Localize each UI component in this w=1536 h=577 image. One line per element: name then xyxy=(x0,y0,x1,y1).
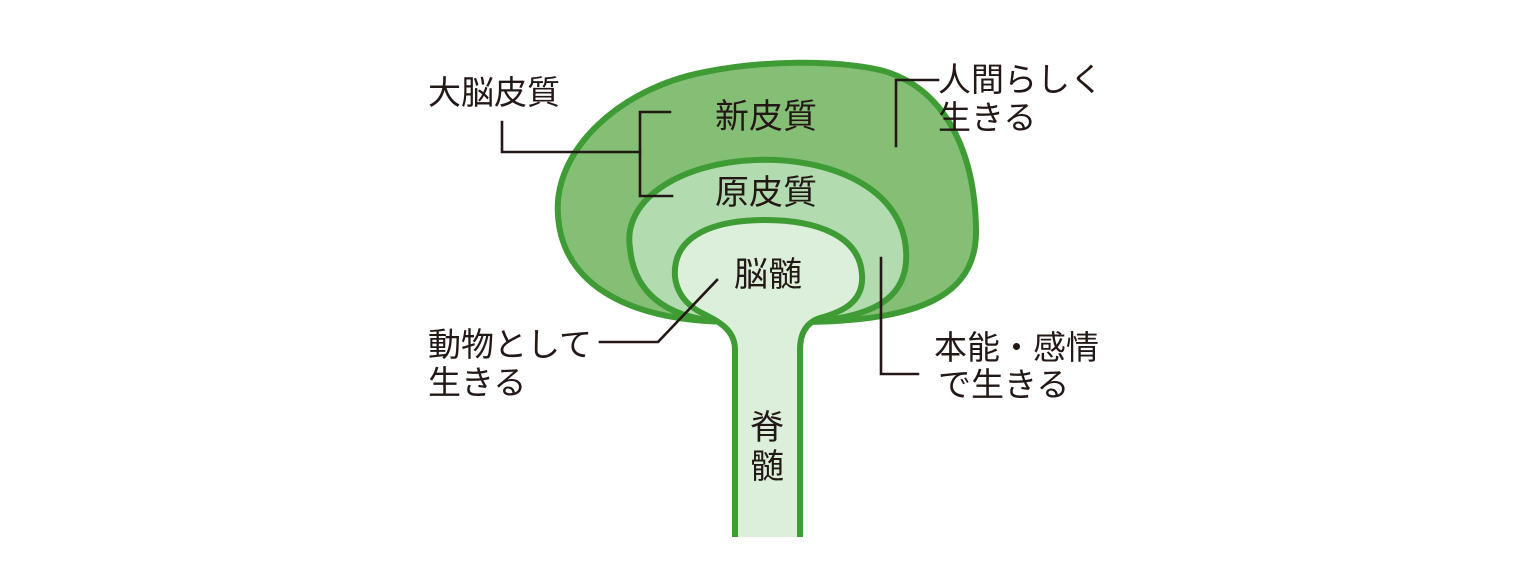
human-living-label-1: 人間らしく xyxy=(938,60,1103,99)
cortex-bracket xyxy=(638,110,674,198)
brain-stem-label: 脳髄 xyxy=(734,255,802,295)
animal-living-leader xyxy=(598,278,719,344)
neocortex-label: 新皮質 xyxy=(715,97,817,137)
spinal-cord-label-1: 脊 xyxy=(750,408,784,448)
human-living-leader xyxy=(894,78,940,148)
instinct-emotion-label-2: で生きる xyxy=(938,365,1069,404)
cerebral-cortex-leader xyxy=(500,120,642,154)
cerebral-cortex-label: 大脳皮質 xyxy=(428,73,560,112)
spinal-cord-label-2: 髄 xyxy=(750,447,784,487)
paleocortex-label: 原皮質 xyxy=(715,173,817,213)
human-living-label-2: 生きる xyxy=(938,98,1036,137)
animal-living-label-2: 生きる xyxy=(428,363,526,402)
instinct-emotion-leader xyxy=(879,256,920,376)
brain-stem-shape xyxy=(671,217,866,537)
instinct-emotion-label-1: 本能・感情 xyxy=(934,328,1099,367)
animal-living-label-1: 動物として xyxy=(428,325,592,364)
